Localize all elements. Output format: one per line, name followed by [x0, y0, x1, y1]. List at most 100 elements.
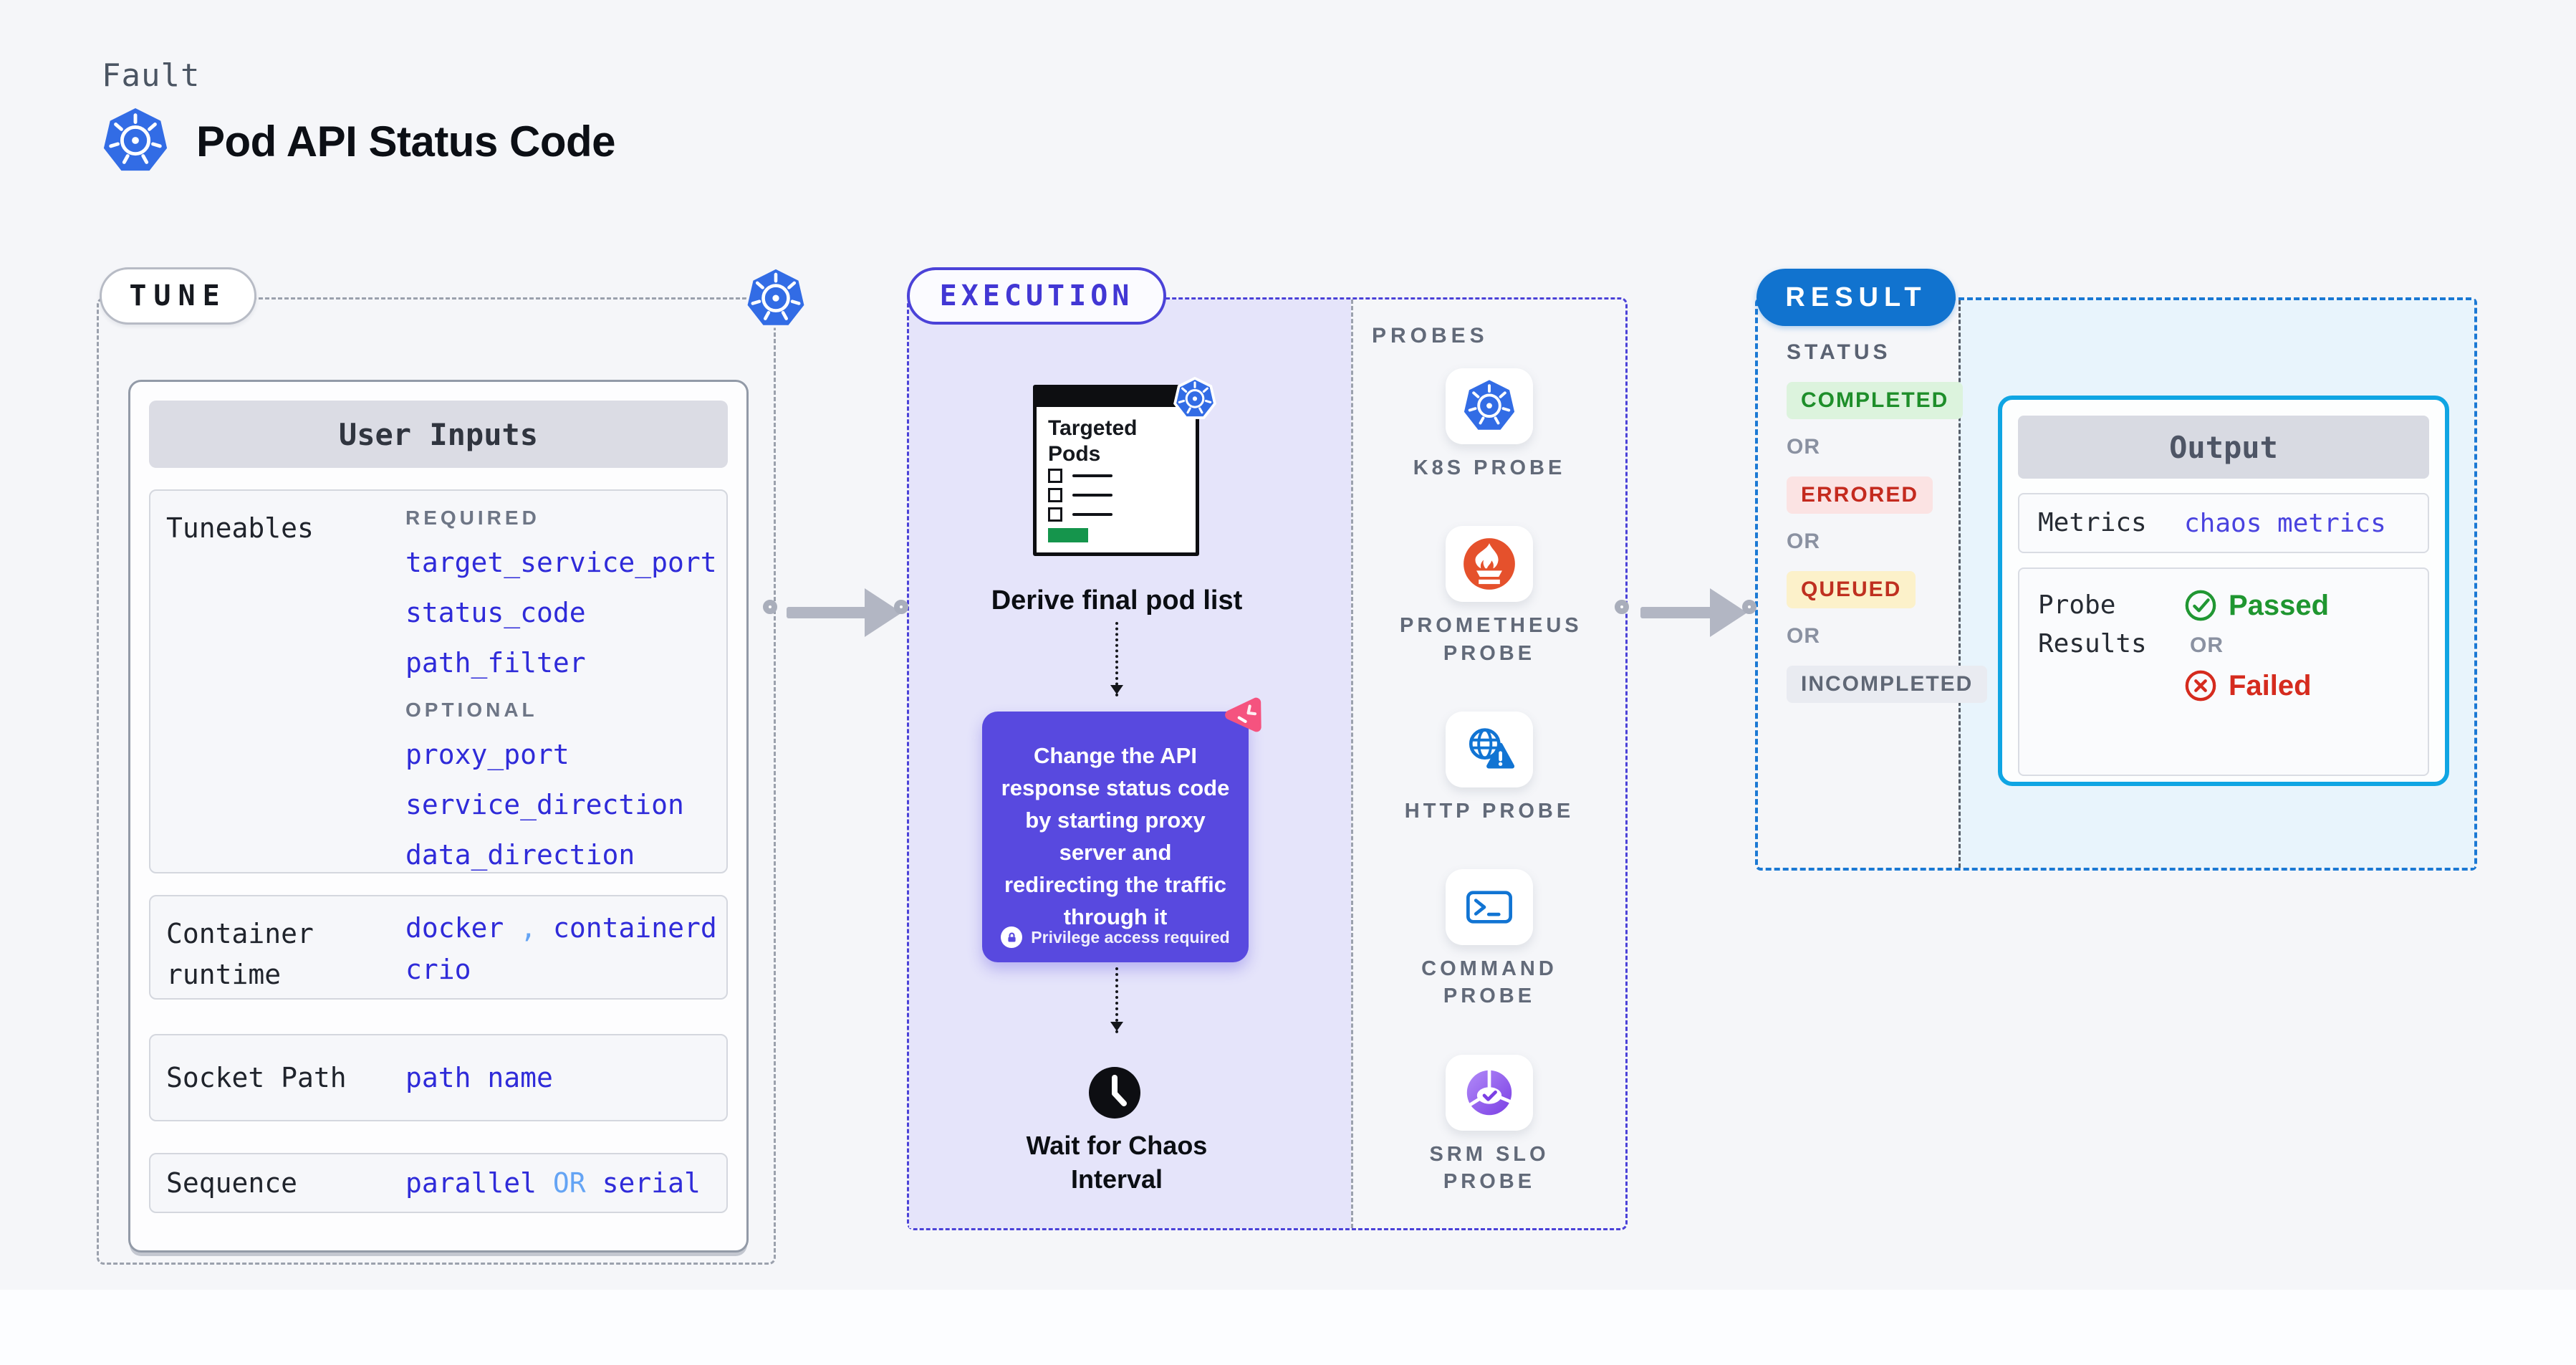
derive-pod-list-label: Derive final pod list — [991, 585, 1243, 616]
execution-badge: EXECUTION — [907, 267, 1166, 325]
result-badge: RESULT — [1756, 269, 1956, 326]
probe-item: PROMETHEUS PROBE — [1400, 526, 1579, 667]
probe-card — [1446, 869, 1533, 946]
probe-results-label: Probe Results — [2038, 590, 2147, 658]
probe-card — [1446, 1054, 1533, 1131]
probe-item: HTTP PROBE — [1400, 711, 1579, 825]
metrics-row: Metrics chaos metrics — [2018, 493, 2429, 553]
pod-list — [1048, 469, 1112, 542]
prometheus-icon — [1464, 538, 1515, 590]
sequence-row: Sequence parallel OR serial — [149, 1153, 728, 1213]
container-runtime-value-crio: crio — [405, 954, 471, 985]
tune-badge: TUNE — [100, 267, 256, 325]
page-title: Pod API Status Code — [196, 117, 616, 166]
probe-label: HTTP PROBE — [1404, 799, 1575, 823]
status-title: STATUS — [1787, 340, 1891, 364]
probe-list: K8S PROBE PROMETHEUS PROBE HTTP PROBE — [1400, 368, 1579, 1195]
flow-arrowhead — [1710, 588, 1747, 637]
failed-row: Failed — [2184, 669, 2329, 702]
metrics-label: Metrics — [2038, 508, 2147, 537]
metrics-value: chaos metrics — [2184, 508, 2386, 538]
x-circle-icon — [2185, 670, 2216, 701]
output-box: Output Metrics chaos metrics Probe Resul… — [1998, 396, 2449, 786]
tuneable-value: data_direction — [405, 839, 635, 871]
passed-row: Passed — [2184, 589, 2329, 622]
required-caption: REQUIRED — [405, 507, 540, 529]
kubernetes-icon — [744, 266, 807, 328]
checkbox-icon — [1048, 488, 1062, 502]
chaos-spark-icon — [1225, 697, 1261, 732]
checkbox-icon — [1048, 469, 1062, 483]
kubernetes-icon — [1464, 380, 1515, 430]
execution-section: Targeted Pods Derive final pod list Chan… — [907, 297, 1628, 1230]
tuneables-label: Tuneables — [166, 512, 314, 544]
probe-item: COMMAND PROBE — [1400, 869, 1579, 1010]
connector-dot — [1615, 600, 1629, 614]
passed-label: Passed — [2229, 589, 2330, 621]
socket-path-value: path name — [405, 1062, 553, 1093]
http-globe-warning-icon — [1469, 728, 1515, 769]
execution-flow-panel: Targeted Pods Derive final pod list Chan… — [909, 300, 1351, 1228]
or-label: OR — [1787, 624, 1820, 648]
kubernetes-icon — [103, 107, 168, 171]
targeted-pods-title: Targeted Pods — [1048, 416, 1138, 466]
privilege-note: Privilege access required — [1031, 927, 1230, 947]
tune-section: User Inputs Tuneables REQUIRED target_se… — [97, 297, 776, 1265]
user-inputs-title: User Inputs — [149, 401, 728, 468]
status-badge-incompleted: INCOMPLETED — [1787, 666, 1988, 703]
output-title: Output — [2018, 416, 2429, 479]
chaos-action-box: Change the API response status code by s… — [982, 697, 1261, 962]
optional-caption: OPTIONAL — [405, 699, 538, 721]
connector-dot — [1742, 600, 1756, 614]
tuneable-value: proxy_port — [405, 739, 569, 770]
status-column: STATUS COMPLETED OR ERRORED OR QUEUED OR… — [1758, 300, 1988, 703]
probe-label: SRM SLO PROBE — [1429, 1142, 1549, 1193]
flow-dotted-arrow — [1110, 967, 1123, 1033]
user-inputs-card: User Inputs Tuneables REQUIRED target_se… — [128, 380, 749, 1253]
probe-label: PROMETHEUS PROBE — [1400, 614, 1582, 665]
result-section: STATUS COMPLETED OR ERRORED OR QUEUED OR… — [1755, 297, 2477, 871]
tuneable-value: status_code — [405, 597, 586, 628]
probe-item: SRM SLO PROBE — [1400, 1054, 1579, 1196]
wait-chaos-interval-label: Wait for Chaos Interval — [1026, 1131, 1208, 1194]
srm-slo-gauge-icon — [1466, 1068, 1512, 1115]
flow-arrowhead — [865, 588, 902, 637]
sequence-value: parallel OR serial — [405, 1167, 701, 1199]
kubernetes-icon — [1173, 377, 1216, 419]
lock-icon — [1001, 926, 1023, 948]
check-circle-icon — [2185, 590, 2216, 621]
tuneable-value: path_filter — [405, 647, 586, 679]
container-runtime-label: Container runtime — [166, 918, 314, 990]
container-runtime-values: docker , containerd — [405, 912, 717, 944]
privilege-note-row: Privilege access required — [982, 926, 1249, 948]
failed-label: Failed — [2229, 669, 2312, 701]
bottom-strip — [0, 1290, 2576, 1365]
clock-icon — [1088, 1066, 1141, 1119]
window-titlebar — [1037, 388, 1196, 407]
checkbox-icon — [1048, 507, 1062, 522]
tuneable-value: target_service_port — [405, 547, 717, 578]
tuneable-value: service_direction — [405, 789, 684, 820]
probe-item: K8S PROBE — [1400, 368, 1579, 482]
status-badge-queued: QUEUED — [1787, 571, 1916, 608]
socket-path-label: Socket Path — [166, 1061, 347, 1093]
page-title-row: Pod API Status Code — [100, 106, 616, 176]
fault-eyebrow: Fault — [102, 57, 201, 94]
probes-panel: PROBES K8S PROBE PROMETHEUS PROBE — [1351, 300, 1625, 1228]
connector-dot — [894, 600, 908, 614]
flow-arrow — [1640, 607, 1712, 618]
probe-label: K8S PROBE — [1413, 456, 1566, 479]
flow-dotted-arrow — [1110, 622, 1123, 696]
probes-title: PROBES — [1372, 324, 1489, 348]
probe-card — [1446, 368, 1533, 444]
container-runtime-row: Container runtime docker , containerd cr… — [149, 895, 728, 1000]
probe-results-row: Probe Results Passed OR Failed — [2018, 567, 2429, 776]
progress-bar — [1048, 528, 1088, 542]
or-label: OR — [1787, 435, 1820, 459]
status-badge-errored: ERRORED — [1787, 476, 1933, 514]
chaos-action-text: Change the API response status code by s… — [1001, 743, 1230, 929]
socket-path-row: Socket Path path name — [149, 1034, 728, 1121]
or-label: OR — [1787, 530, 1820, 553]
or-label: OR — [2190, 633, 2224, 657]
